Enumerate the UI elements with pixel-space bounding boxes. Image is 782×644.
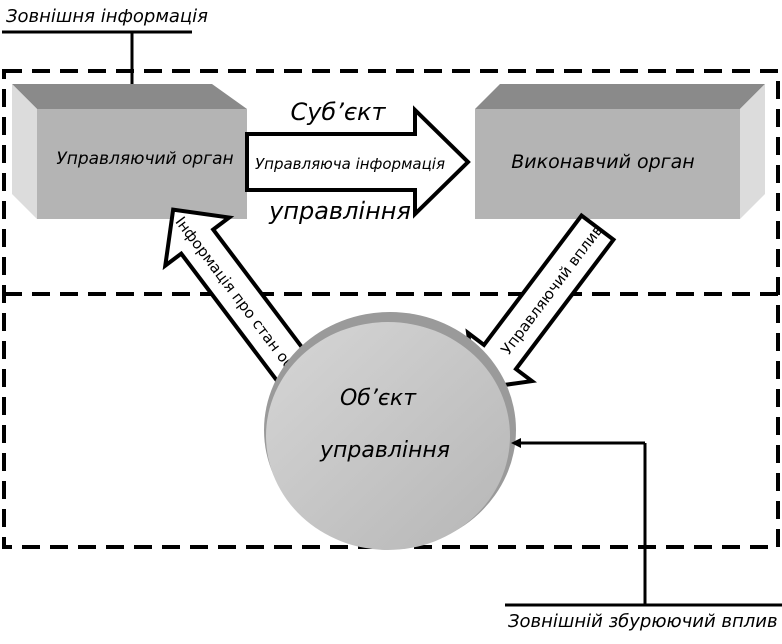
control-organ-label: Управляючий орган [56, 149, 233, 169]
subject-arrow: Управляюча інформація [245, 105, 471, 219]
subject-label-bottom: управління [268, 197, 411, 225]
control-object: Об’єкт управління [264, 312, 516, 550]
executive-organ-label: Виконавчий орган [511, 151, 694, 173]
object-label-bottom: управління [319, 438, 450, 463]
subject-label-top: Суб’єкт [290, 98, 386, 126]
control-info-label: Управляюча інформація [255, 155, 445, 173]
external-disturbance-label: Зовнішній збурюючий вплив [508, 611, 778, 632]
executive-organ-block: Виконавчий орган [475, 84, 765, 219]
control-influence-label: Управляючий вплив [497, 221, 606, 358]
control-organ-block: Управляючий орган [12, 84, 247, 219]
object-label-top: Об’єкт [340, 386, 417, 411]
external-info-label: Зовнішня інформація [6, 6, 208, 27]
